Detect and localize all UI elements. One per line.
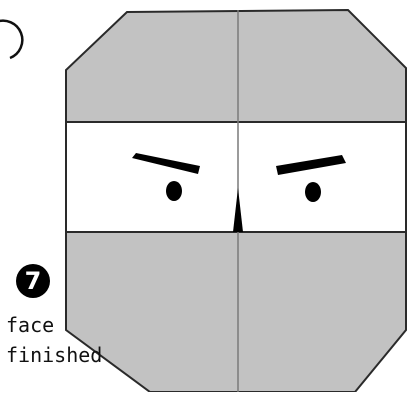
mask-upper [66, 10, 406, 122]
circled-step-icon [0, 21, 22, 58]
left-eye [166, 181, 182, 201]
filled-circle-number-icon: 7 [16, 264, 50, 298]
mask-lower [66, 232, 406, 392]
caption-line-1: face [6, 314, 76, 336]
right-eye [305, 182, 321, 202]
step-label: 7 face finished [6, 264, 76, 392]
caption-line-2: finished [6, 344, 76, 366]
